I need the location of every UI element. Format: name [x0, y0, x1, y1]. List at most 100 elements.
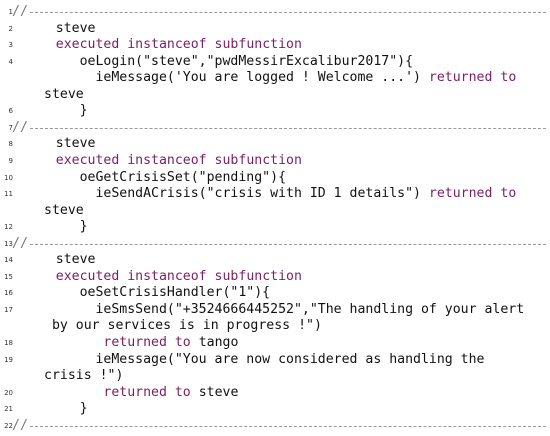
code-line: 3 executed instanceof subfunction [0, 35, 550, 55]
code-text: ieSendACrisis("crisis with ID 1 details"… [24, 184, 516, 204]
dashed-rule [30, 243, 546, 245]
code-text: executed instanceof subfunction [24, 35, 302, 55]
code-line: 6 } [0, 101, 550, 121]
code-line: 9 executed instanceof subfunction [0, 151, 550, 171]
line-number: 19 [4, 355, 13, 364]
line-number: 10 [4, 173, 13, 182]
code-token [24, 37, 56, 52]
keyword: returned to [428, 70, 517, 86]
code-line: 18 returned to tango [0, 333, 550, 353]
line-number: 9 [8, 156, 13, 165]
line-number: 13 [4, 239, 13, 248]
separator-line: 7// [0, 118, 550, 138]
keyword: executed instanceof subfunction [55, 268, 302, 284]
code-text: ieMessage("You are now considered as han… [24, 350, 485, 370]
code-text: returned to steve [24, 383, 238, 403]
code-line: ieMessage('You are logged ! Welcome ...'… [0, 68, 550, 88]
code-token: ieMessage("You are now considered as han… [24, 351, 485, 367]
code-line: 2 steve [0, 19, 550, 39]
line-number: 15 [4, 272, 13, 281]
line-number: 4 [8, 57, 13, 66]
line-number: 11 [4, 190, 13, 199]
code-token: steve [24, 252, 96, 268]
code-line: 16 oeSetCrisisHandler("1"){ [0, 283, 550, 303]
code-token: ieSendACrisis("crisis with ID 1 details"… [24, 186, 429, 202]
separator-line: 1// [0, 2, 550, 22]
code-text: returned to tango [24, 333, 238, 353]
line-number: 6 [8, 107, 13, 116]
code-token: steve [44, 202, 84, 218]
comment-marker: // [12, 119, 28, 135]
code-text: steve [44, 85, 84, 105]
code-text: steve [24, 19, 96, 39]
code-line-continuation: by our services is in progress !") [0, 316, 550, 336]
code-token: oeGetCrisisSet("pending"){ [24, 169, 287, 185]
code-text: steve [24, 134, 96, 154]
code-text: crisis !") [44, 366, 123, 386]
code-line-continuation: steve [0, 201, 550, 221]
code-text: } [24, 217, 88, 237]
line-number: 3 [8, 41, 13, 50]
code-token [24, 385, 103, 400]
line-number: 16 [4, 289, 13, 298]
comment-marker: // [12, 417, 28, 433]
line-number: 14 [4, 256, 13, 265]
code-token: steve [190, 384, 239, 400]
line-number: 8 [8, 140, 13, 149]
code-token: } [24, 219, 88, 235]
code-token: crisis !") [44, 368, 124, 384]
line-number: 22 [4, 421, 13, 430]
code-text: by our services is in progress !") [44, 316, 322, 336]
code-line: 10 oeGetCrisisSet("pending"){ [0, 168, 550, 188]
line-number: 20 [4, 388, 13, 397]
comment-marker: // [12, 235, 28, 251]
code-token: steve [24, 136, 96, 152]
code-text: oeLogin("steve","pwdMessirExcalibur2017"… [24, 52, 413, 72]
code-line: 14 steve [0, 250, 550, 270]
code-line: 8 steve [0, 134, 550, 154]
code-token: steve [44, 86, 84, 102]
code-text: ieSmsSend("+3524666445252","The handling… [24, 300, 524, 320]
code-token: } [24, 401, 88, 417]
code-token [24, 335, 103, 350]
separator-line: 22// [0, 416, 550, 436]
code-text: } [24, 101, 88, 121]
code-token: oeLogin("steve","pwdMessirExcalibur2017"… [24, 53, 414, 69]
code-line-continuation: steve [0, 85, 550, 105]
code-text: executed instanceof subfunction [24, 267, 302, 287]
dashed-rule [30, 127, 546, 129]
code-line: 12 } [0, 217, 550, 237]
code-token: } [24, 103, 88, 119]
code-text: oeSetCrisisHandler("1"){ [24, 283, 271, 303]
code-token: oeSetCrisisHandler("1"){ [24, 285, 271, 301]
code-text: ieMessage('You are logged ! Welcome ...'… [24, 68, 516, 88]
line-number: 21 [4, 405, 13, 414]
keyword: returned to [103, 384, 191, 400]
code-line-continuation: crisis !") [0, 366, 550, 386]
separator-line: 13// [0, 234, 550, 254]
line-number: 18 [4, 339, 13, 347]
code-line: 15 executed instanceof subfunction [0, 267, 550, 287]
code-line: 4 oeLogin("steve","pwdMessirExcalibur201… [0, 52, 550, 72]
code-text: steve [24, 250, 96, 270]
code-line: 19 ieMessage("You are now considered as … [0, 350, 550, 370]
line-number: 12 [4, 223, 13, 232]
dashed-rule [30, 425, 546, 427]
code-line: 11 ieSendACrisis("crisis with ID 1 detai… [0, 184, 550, 204]
line-number: 7 [8, 123, 13, 132]
code-token: steve [24, 20, 96, 36]
code-text: steve [44, 201, 84, 221]
code-token: tango [190, 335, 239, 350]
code-line: 21 } [0, 399, 550, 419]
line-number: 2 [8, 24, 13, 33]
keyword: executed instanceof subfunction [55, 152, 302, 168]
line-number: 17 [4, 305, 13, 314]
code-text: oeGetCrisisSet("pending"){ [24, 168, 286, 188]
code-text: } [24, 399, 88, 419]
code-line: 20 returned to steve [0, 383, 550, 403]
keyword: executed instanceof subfunction [55, 37, 302, 53]
code-token: ieSmsSend("+3524666445252","The handling… [24, 301, 525, 317]
code-token: ieMessage('You are logged ! Welcome ...'… [24, 70, 429, 86]
keyword: returned to [103, 335, 191, 350]
code-token [24, 153, 56, 168]
